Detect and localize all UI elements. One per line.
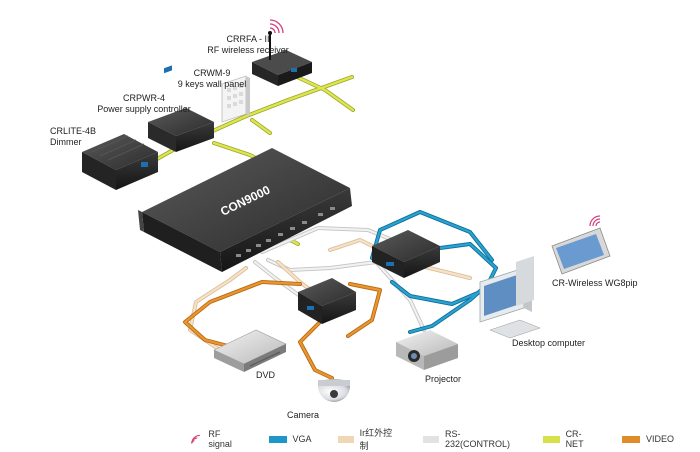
wireless-touchpanel-device: [551, 215, 611, 275]
wireless-label: CR-Wireless WG8pip: [552, 278, 638, 288]
dimmer-device: [82, 134, 158, 190]
legend-swatch-ir: [337, 435, 354, 443]
legend-swatch-crnet: [543, 435, 560, 443]
crrfa-label: CRRFA - II RF wireless receiver: [192, 34, 304, 56]
desktop-computer-device: [479, 256, 541, 339]
power-controller-device: [148, 65, 214, 152]
wall-panel-device: [221, 75, 250, 123]
legend-item-crnet: CR-NET: [543, 429, 596, 449]
legend-item-rf: RF signal: [190, 429, 243, 449]
video-cables: [183, 280, 382, 380]
rf-receiver-device: [252, 19, 312, 86]
crwm-label: CRWM-9 9 keys wall panel: [156, 68, 268, 90]
crlite-desc: Dimmer: [50, 137, 82, 147]
legend-item-vga: VGA: [268, 434, 312, 444]
crpwr-name: CRPWR-4: [123, 93, 165, 103]
vga-switcher-device: [372, 230, 440, 278]
desktop-label: Desktop computer: [512, 338, 586, 348]
legend-swatch-rs232: [422, 435, 440, 443]
video-switcher-device: [298, 278, 356, 324]
legend: RF signal VGA Ir红外控制 RS-232(CONTROL) CR-…: [190, 428, 700, 451]
rf-wave-icon: [589, 215, 601, 227]
legend-swatch-vga: [268, 435, 287, 443]
projector-label: Projector: [425, 374, 462, 384]
crpwr-label: CRPWR-4 Power supply controller: [84, 93, 204, 115]
legend-label-ir: Ir红外控制: [359, 428, 393, 451]
projector-device: [396, 330, 458, 370]
crwm-name: CRWM-9: [193, 68, 231, 78]
dvd-player-device: [213, 329, 287, 372]
legend-label-rs232: RS-232(CONTROL): [445, 429, 511, 449]
legend-label-video: VIDEO: [645, 434, 674, 444]
crrfa-desc: RF wireless receiver: [207, 45, 289, 55]
legend-label-vga: VGA: [292, 434, 312, 444]
crpwr-desc: Power supply controller: [97, 104, 191, 114]
crlite-name: CRLITE-4B: [50, 126, 97, 136]
crrfa-name: CRRFA - II: [226, 34, 270, 44]
legend-label-crnet: CR-NET: [565, 429, 584, 449]
camera-label: Camera: [287, 410, 320, 420]
dvd-label: DVD: [256, 370, 276, 380]
crlite-label: CRLITE-4B Dimmer: [50, 126, 96, 148]
legend-item-ir: Ir红外控制: [337, 426, 397, 452]
legend-item-video: VIDEO: [621, 434, 674, 444]
rf-wave-icon: [191, 434, 200, 444]
legend-label-rf: RF signal: [208, 429, 232, 449]
rs232-cables: [253, 226, 426, 332]
legend-swatch-video: [621, 435, 640, 443]
main-controller-device: CON9000: [138, 148, 352, 272]
rf-wave-icon: [269, 19, 284, 34]
camera-device: [318, 379, 350, 402]
crwm-desc: 9 keys wall panel: [177, 79, 247, 89]
legend-item-rs232: RS-232(CONTROL): [422, 429, 518, 449]
vga-cables: [370, 210, 498, 334]
